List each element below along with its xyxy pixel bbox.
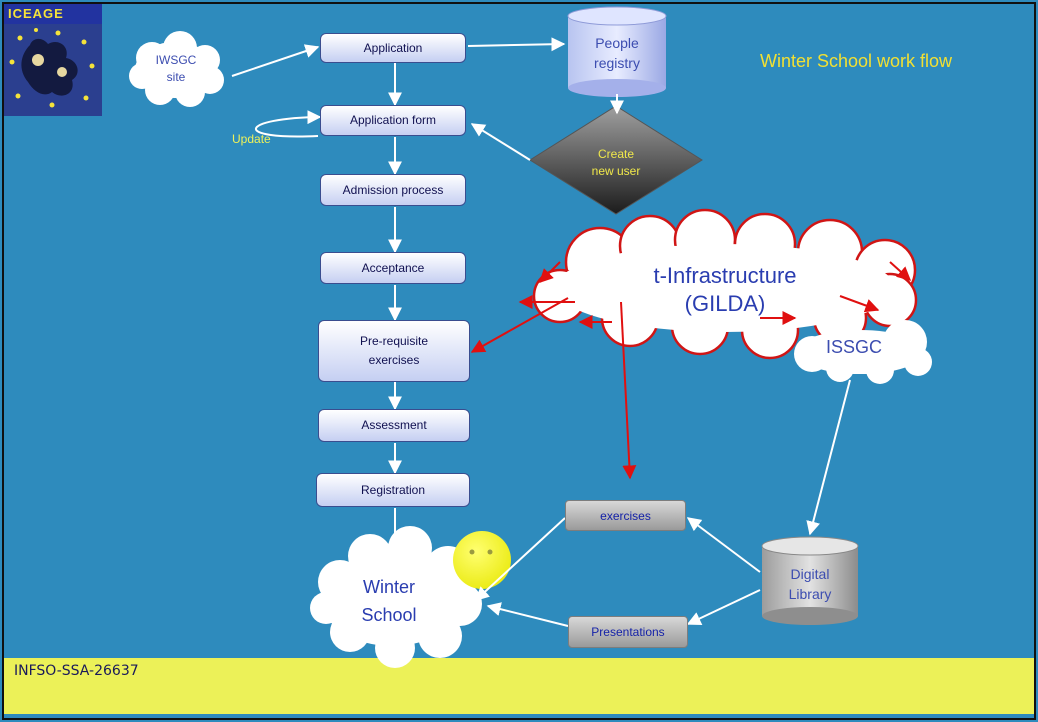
logo-text: ICEAGE [8,6,64,21]
people-line2: registry [594,55,640,71]
presentations-box: Presentations [568,616,688,648]
digital-library-cylinder [761,536,859,625]
winter-school-cloud [310,526,482,668]
prerequisite-exercises-box: Pre-requisite exercises [318,320,470,382]
t-infrastructure-label: t-Infrastructure (GILDA) [585,262,865,318]
tinfra-line2: (GILDA) [684,291,766,316]
create-line1: Create [597,147,635,161]
issgc-cloud [794,320,932,384]
people-registry-label: People registry [568,33,666,73]
winter-line1: Winter [362,577,415,597]
iwsgc-line1: IWSGC [155,53,197,67]
assessment-box: Assessment [318,409,470,442]
iwsgc-cloud [129,31,224,107]
acceptance-box: Acceptance [320,252,466,284]
footer-strip [256,714,1034,720]
tinfra-line1: t-Infrastructure [653,263,797,288]
admission-process-box: Admission process [320,174,466,206]
footer-bar [4,658,1034,714]
t-infrastructure-cloud-body [555,244,895,332]
exercises-box: exercises [565,500,686,531]
digital-library-label: Digital Library [762,564,858,604]
create-user-label: Create new user [570,146,662,180]
footer-text: INFSO-SSA-26637 [14,663,139,679]
prerequisite-line2: exercises [368,353,420,367]
iwsgc-line2: site [166,70,186,84]
issgc-label: ISSGC [825,337,882,357]
white-arrows [231,37,851,627]
iceage-logo [4,4,102,116]
people-line1: People [595,35,639,51]
smiley-face [453,531,511,589]
digital-line1: Digital [790,566,830,582]
people-registry-cylinder [567,6,667,97]
application-form-box: Application form [320,105,466,136]
create-line2: new user [591,164,641,178]
registration-box: Registration [316,473,470,507]
winter-school-label: Winter School [330,573,448,629]
red-arrows [470,261,912,480]
digital-line2: Library [788,586,832,602]
winter-line2: School [361,605,417,625]
application-box: Application [320,33,466,63]
update-label: Update [232,132,271,146]
slide-title: Winter School work flow [760,51,953,71]
iwsgc-label: IWSGC site [140,52,212,86]
create-user-diamond [529,105,703,215]
prerequisite-line1: Pre-requisite [359,334,429,348]
